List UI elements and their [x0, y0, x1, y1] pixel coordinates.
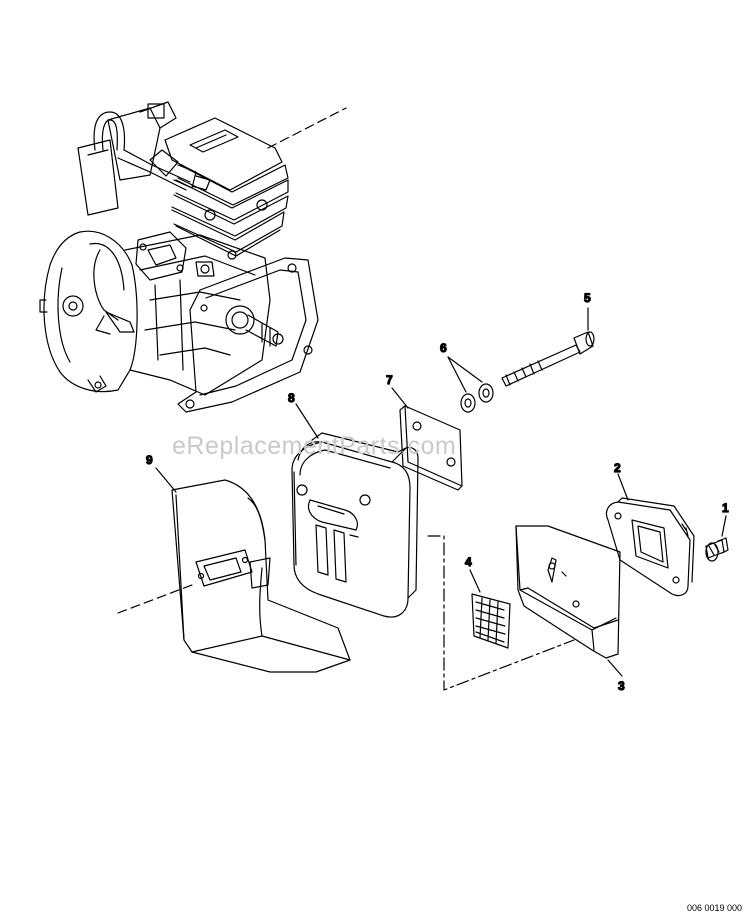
callout-9: 9 [146, 453, 153, 467]
leader-engine [267, 107, 347, 149]
part-1-screw [705, 537, 729, 562]
assembly-line [427, 535, 575, 691]
callout-7: 7 [386, 373, 393, 387]
callout-4: 4 [465, 555, 472, 569]
callout-3: 3 [618, 679, 625, 693]
part-5-bolt [501, 331, 595, 387]
callout-5: 5 [584, 291, 591, 305]
leader-2-callout [617, 473, 629, 501]
callout-6: 6 [440, 341, 447, 355]
part-3-bracket [515, 525, 621, 659]
leader-1-callout [721, 515, 727, 537]
part-9-heat-shield [171, 479, 351, 673]
document-number: 006 0019 000 [686, 903, 742, 913]
part-2-gasket [605, 497, 695, 597]
part-8-muffler [291, 432, 419, 618]
leader-3-callout [607, 659, 623, 677]
watermark-text: eReplacementParts.com [172, 432, 456, 460]
leader-6b [447, 356, 483, 383]
engine-assembly [39, 101, 319, 413]
leader-8-callout [295, 403, 319, 439]
callout-2: 2 [614, 461, 621, 475]
part-7-plate [399, 405, 463, 491]
callout-8: 8 [288, 391, 295, 405]
leader-7-callout [391, 387, 409, 409]
leader-9-callout [155, 467, 177, 493]
callout-1: 1 [722, 501, 729, 515]
part-6-washers [460, 383, 494, 413]
leader-6a [447, 356, 467, 393]
leader-4-callout [469, 569, 481, 593]
part-4-screen [471, 593, 511, 649]
